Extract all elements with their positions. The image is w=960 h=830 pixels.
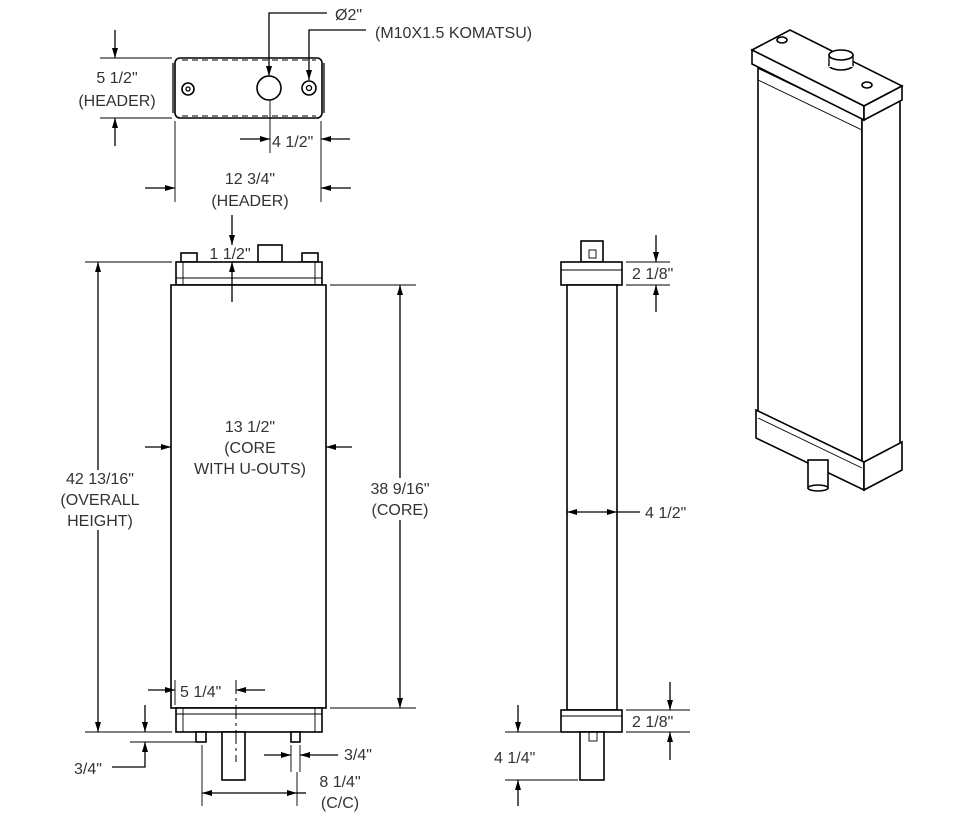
header-width-note: (HEADER) — [211, 193, 288, 210]
front-view: 1 1/2" 13 1/2" (CORE WITH U-OUTS) 42 13/… — [57, 215, 430, 812]
header-depth-note: (HEADER) — [78, 93, 155, 110]
stud-right — [290, 731, 301, 743]
isometric-view — [750, 29, 904, 492]
iso-pipe — [807, 459, 829, 489]
thread-label: (M10X1.5 KOMATSU) — [375, 25, 532, 42]
core-width-note2: WITH U-OUTS) — [194, 461, 306, 478]
bottom-header-label: 2 1/8" — [632, 714, 673, 731]
side-bottom-header — [560, 709, 623, 733]
overall-height-label: 42 13/16" — [66, 471, 134, 488]
inlet-port — [256, 75, 282, 101]
diameter-label: Ø2" — [335, 7, 362, 24]
pipe-length-label: 4 1/4" — [494, 750, 535, 767]
header-width-label: 12 3/4" — [225, 171, 275, 188]
outlet-pipe — [221, 731, 246, 781]
filler-neck — [257, 244, 283, 263]
top-offset-label: 1 1/2" — [209, 246, 250, 263]
stud-width-label: 3/4" — [344, 747, 372, 764]
overall-height-note1: (OVERALL — [60, 492, 139, 509]
header-depth-label: 5 1/2" — [96, 70, 137, 87]
iso-filler-neck — [828, 49, 854, 61]
top-header-label: 2 1/8" — [632, 266, 673, 283]
header-outline — [174, 57, 323, 119]
center-to-center-label: 8 1/4" — [319, 774, 360, 791]
side-view: 2 1/8" 4 1/2" 2 1/8" 4 1/4" — [494, 235, 690, 806]
offset-label: 4 1/2" — [272, 134, 313, 151]
bolt-left-icon — [181, 82, 195, 96]
top-view: Ø2" (M10X1.5 KOMATSU) 5 1/2" (HEADER) 4 … — [78, 7, 532, 210]
core-height-label: 38 9/16" — [370, 481, 429, 498]
core-height-note: (CORE) — [372, 502, 429, 519]
side-pipe — [579, 731, 605, 781]
side-core — [566, 284, 618, 711]
center-to-center-note: (C/C) — [321, 795, 359, 812]
top-header — [175, 261, 323, 286]
bottom-header — [175, 707, 323, 733]
stud-left — [195, 731, 207, 743]
core-width-label: 13 1/2" — [225, 419, 275, 436]
overall-height-note2: HEIGHT) — [67, 513, 133, 530]
core-width-note1: (CORE — [224, 440, 276, 457]
side-top-header — [560, 261, 623, 286]
core-depth-label: 4 1/2" — [645, 505, 686, 522]
bolt-right-icon — [301, 80, 317, 96]
outlet-offset-label: 5 1/4" — [180, 684, 221, 701]
core — [170, 284, 327, 709]
stud-height-label: 3/4" — [74, 761, 102, 778]
